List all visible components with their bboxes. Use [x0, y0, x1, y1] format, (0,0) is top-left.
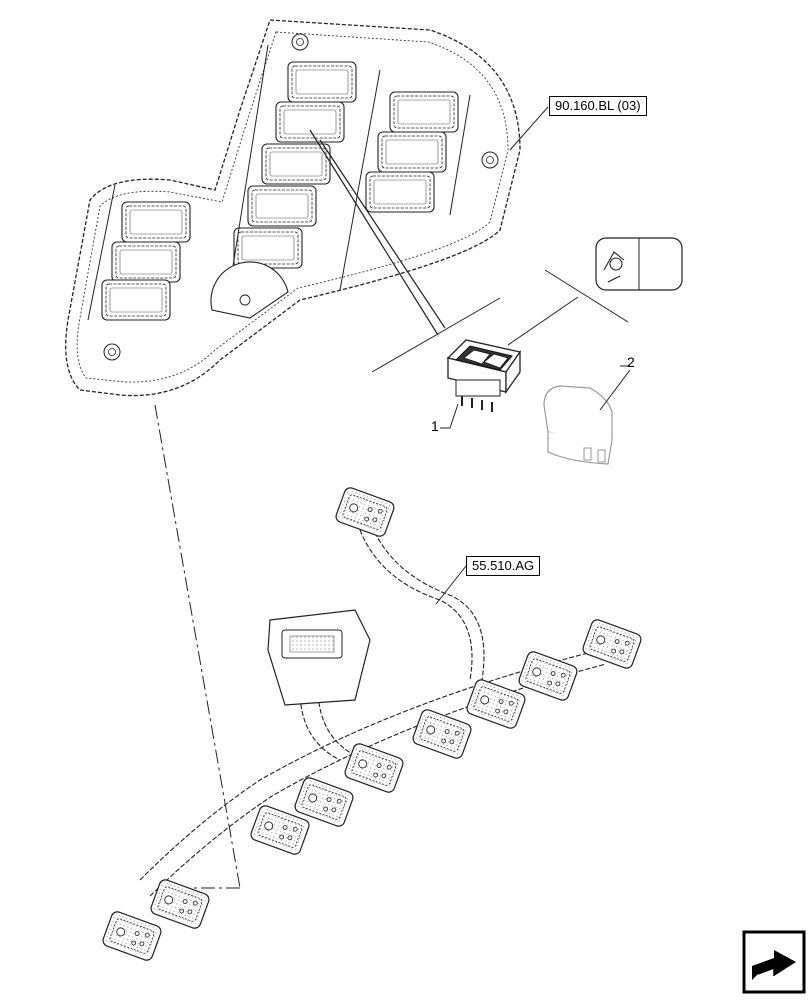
harness-connector: [580, 617, 644, 671]
harness-connector: [148, 877, 212, 931]
switch-symbol-label: [595, 237, 683, 291]
harness-connector: [333, 485, 397, 539]
blank-switch-cap: [543, 385, 613, 465]
rocker-switch: [446, 339, 522, 412]
panel-slot: [275, 101, 345, 143]
next-page-arrow-icon[interactable]: [742, 930, 806, 994]
panel-slot: [247, 185, 317, 227]
harness-connector: [100, 909, 164, 963]
wiring-harness: [100, 485, 644, 963]
panel-slot: [261, 143, 331, 185]
console-panel: [65, 19, 521, 397]
reference-label-harness[interactable]: 55.510.AG: [466, 556, 541, 576]
panel-slot: [287, 61, 357, 103]
panel-slot: [101, 279, 171, 321]
panel-slot: [365, 171, 435, 213]
harness-connector: [410, 707, 474, 761]
seat-lever-symbol-icon: [603, 251, 625, 283]
reference-label-top[interactable]: 90.160.BL (03): [549, 96, 647, 116]
panel-slot: [121, 201, 191, 243]
panel-slot: [377, 131, 447, 173]
harness-connector: [342, 741, 406, 795]
harness-connector: [464, 677, 528, 731]
callout-item-2: 2: [627, 354, 635, 370]
alignment-line: [154, 404, 241, 889]
guide-line: [371, 297, 501, 373]
callout-item-1: 1: [431, 418, 439, 434]
panel-slot: [389, 91, 459, 133]
leader-line: [309, 129, 439, 336]
panel-slot: [111, 241, 181, 283]
